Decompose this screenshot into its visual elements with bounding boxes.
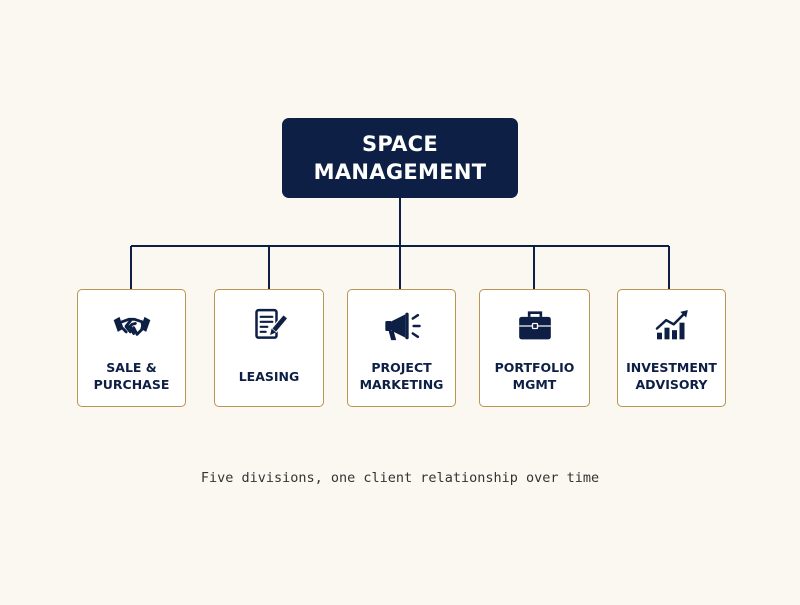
caption: Five divisions, one client relationship … — [200, 470, 600, 486]
division-investment-advisory: INVESTMENT ADVISORY — [617, 289, 726, 407]
division-label: LEASING — [238, 368, 300, 384]
division-project-marketing: PROJECT MARKETING — [347, 289, 456, 407]
root-title: SPACE MANAGEMENT — [313, 132, 487, 184]
root-node-space-management: SPACE MANAGEMENT — [282, 118, 518, 198]
megaphone-icon — [382, 306, 422, 346]
handshake-icon — [112, 306, 152, 346]
division-leasing: LEASING — [214, 289, 324, 407]
division-label: INVESTMENT ADVISORY — [626, 360, 717, 392]
document-pen-icon — [249, 306, 289, 346]
division-sale-purchase: SALE & PURCHASE — [77, 289, 186, 407]
division-label: PROJECT MARKETING — [359, 360, 444, 392]
division-label: SALE & PURCHASE — [93, 360, 170, 392]
growth-chart-icon — [652, 306, 692, 346]
division-label: PORTFOLIO MGMT — [494, 360, 575, 392]
division-portfolio-mgmt: PORTFOLIO MGMT — [479, 289, 590, 407]
briefcase-icon — [515, 306, 555, 346]
